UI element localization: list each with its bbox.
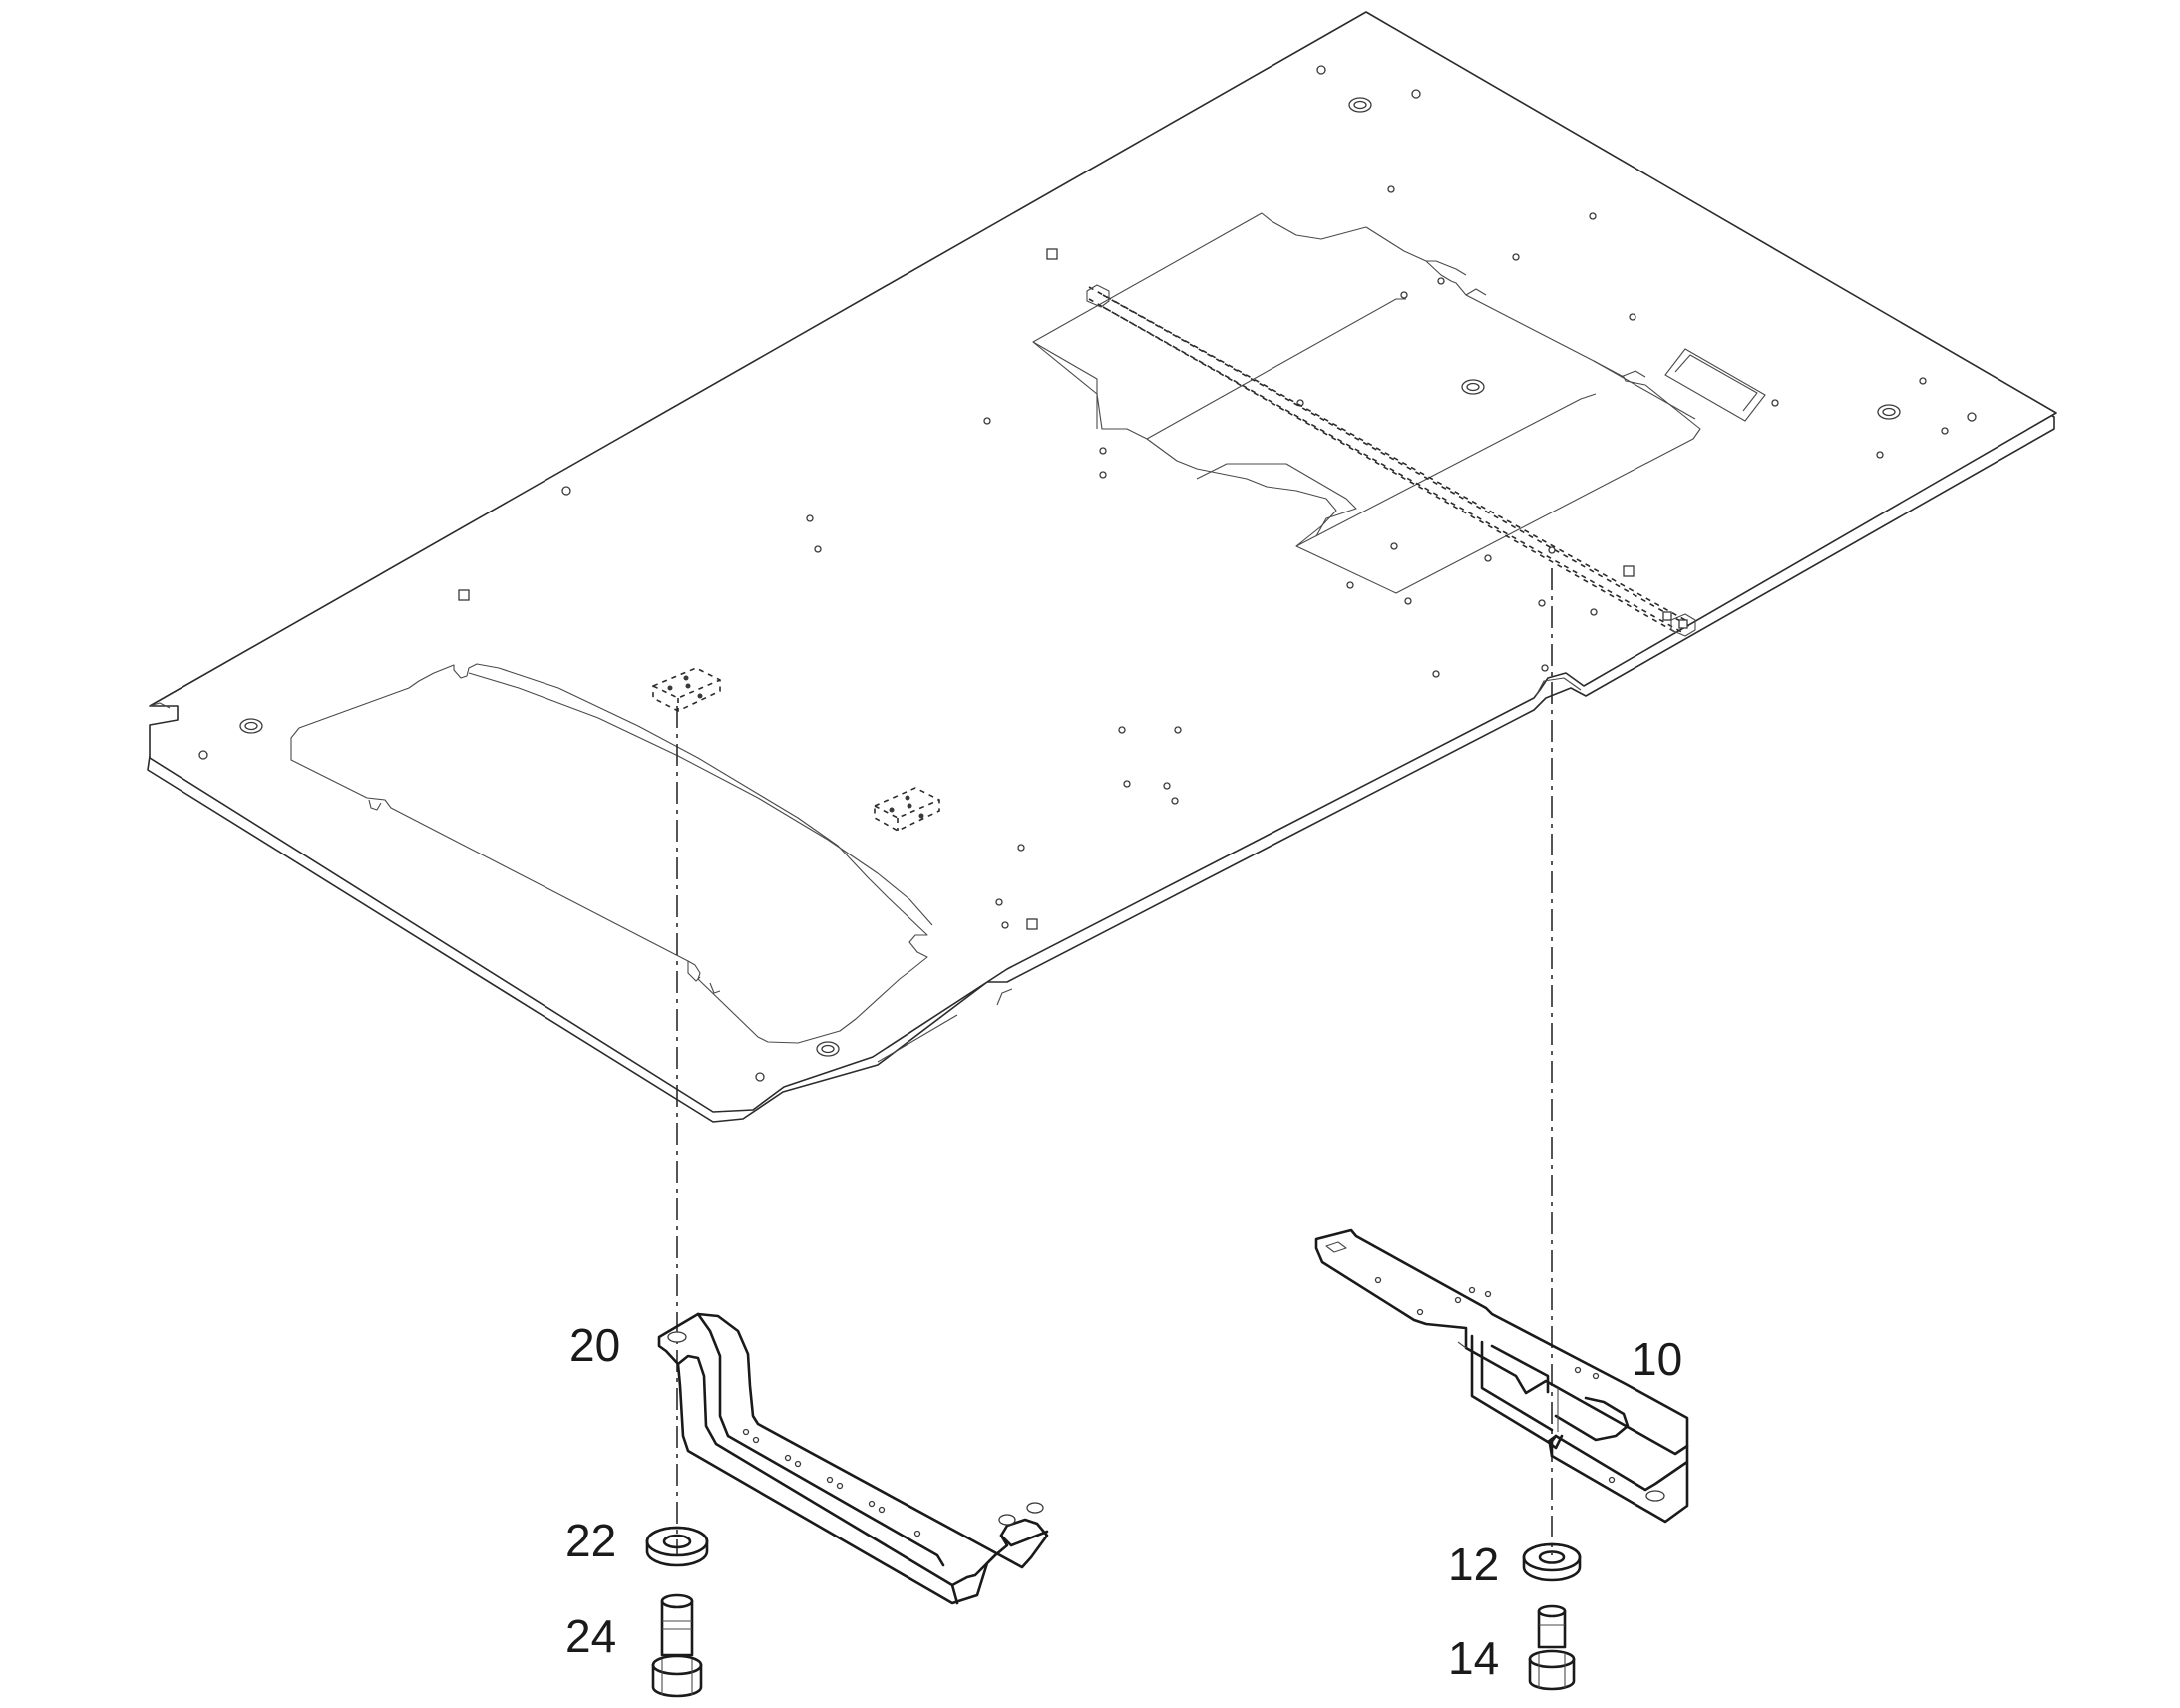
upper-pocket [1032,212,1701,594]
screw-14 [1528,1604,1576,1691]
hidden-block-lower [874,787,940,832]
bracket-20 [657,1312,1049,1605]
callout-24: 24 [565,1610,617,1662]
left-cutout [290,663,928,1044]
screw-24 [651,1593,703,1698]
callout-22: 22 [565,1515,617,1566]
callout-14: 14 [1448,1632,1500,1684]
callout-20: 20 [569,1319,621,1371]
base-plate [147,11,2057,1123]
washer-12 [1522,1542,1582,1582]
plate-slot [1664,348,1766,422]
hidden-block-upper [652,667,721,712]
callout-10: 10 [1632,1333,1683,1385]
callout-12: 12 [1448,1538,1500,1590]
washer-22 [645,1526,709,1567]
bracket-10 [1314,1228,1689,1524]
hidden-rail [1086,284,1696,637]
